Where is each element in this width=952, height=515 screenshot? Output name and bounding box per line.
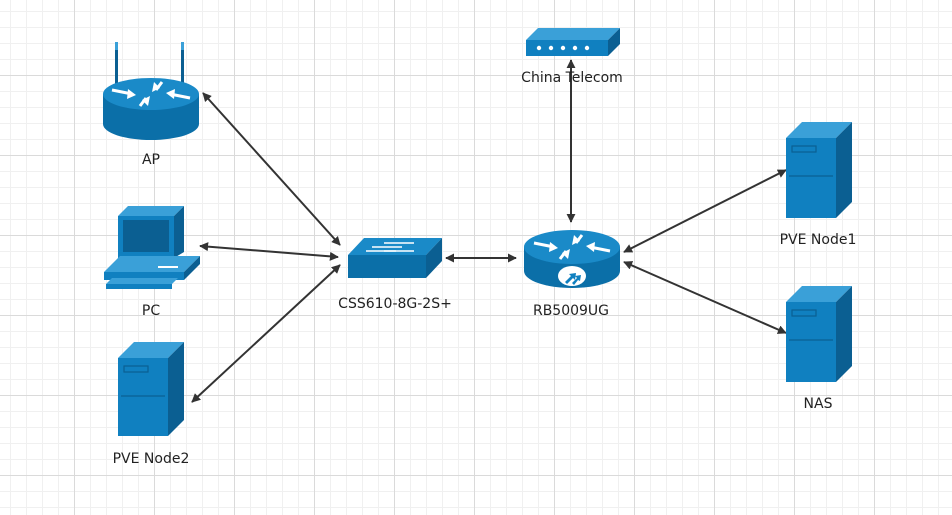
links	[191, 59, 787, 403]
label-pve-node2: PVE Node2	[112, 451, 190, 467]
label-ap: AP	[141, 152, 161, 168]
label-switch: CSS610-8G-2S+	[338, 296, 452, 312]
switch-icon[interactable]	[348, 238, 442, 278]
modem-icon[interactable]	[526, 28, 620, 56]
link-pc-switch[interactable]	[199, 242, 339, 261]
link-ap-switch[interactable]	[202, 92, 341, 246]
link-router-pve1[interactable]	[623, 169, 787, 253]
link-pve2-switch[interactable]	[191, 264, 341, 403]
label-nas: NAS	[803, 396, 833, 412]
server-icon-nas[interactable]	[786, 286, 852, 382]
label-router: RB5009UG	[532, 303, 610, 319]
server-icon-pve2[interactable]	[118, 342, 184, 436]
server-icon-pve1[interactable]	[786, 122, 852, 218]
router-icon[interactable]	[524, 230, 620, 288]
label-modem: China Telecom	[521, 70, 623, 86]
wireless-router-icon[interactable]	[103, 42, 199, 140]
label-pve-node1: PVE Node1	[779, 232, 857, 248]
link-router-nas[interactable]	[623, 261, 787, 334]
label-pc: PC	[141, 303, 161, 319]
pc-icon[interactable]	[104, 206, 200, 289]
